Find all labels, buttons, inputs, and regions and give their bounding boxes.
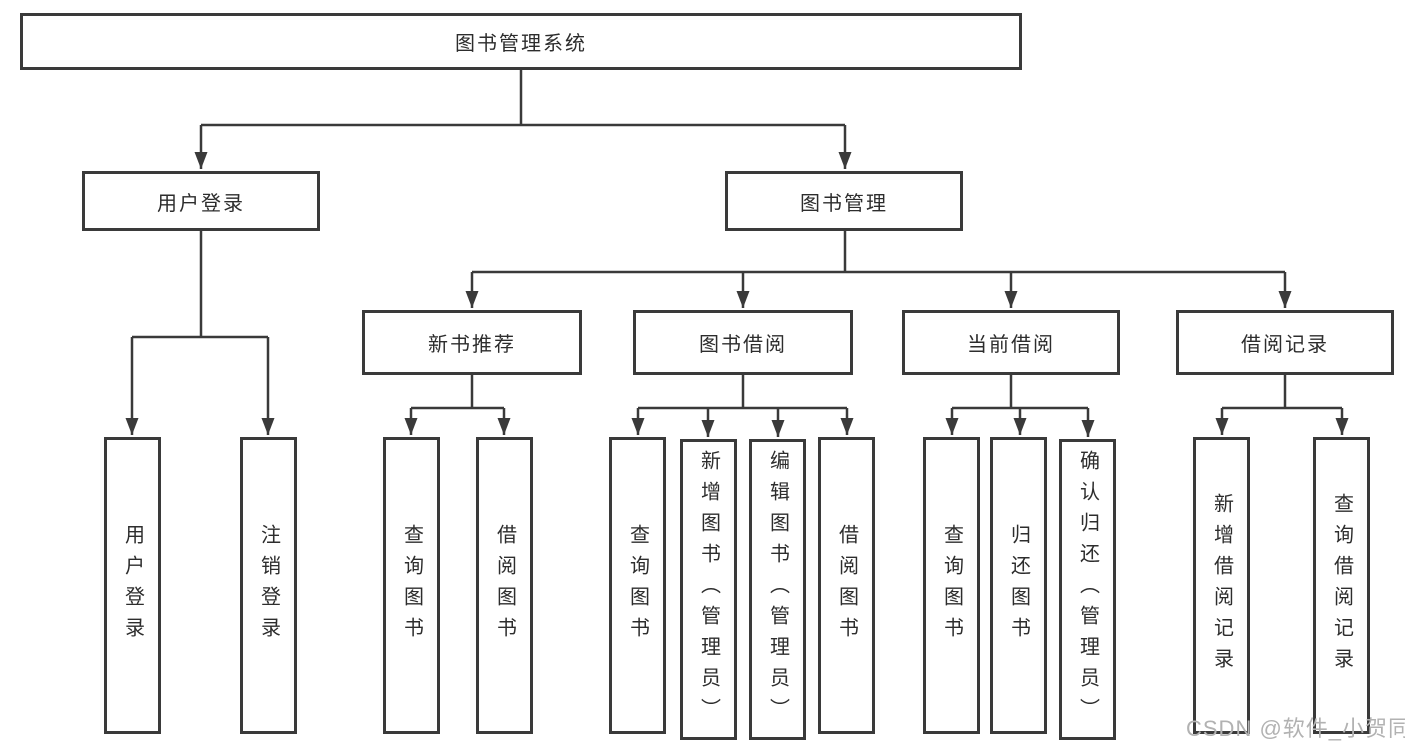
leaf-recommend-query-books: 查询图书 (383, 437, 440, 734)
node-borrow-records: 借阅记录 (1176, 310, 1394, 375)
node-label: 查询图书 (626, 523, 649, 648)
leaf-logout: 注销登录 (240, 437, 297, 734)
node-label: 查询借阅记录 (1330, 492, 1353, 679)
node-label: 借阅记录 (1241, 334, 1329, 356)
leaf-borrow-borrow-books: 借阅图书 (818, 437, 875, 734)
leaf-borrow-add-book-admin: 新增图书（管理员） (680, 439, 737, 740)
leaf-user-login: 用户登录 (104, 437, 161, 734)
node-new-book-recommend: 新书推荐 (362, 310, 582, 375)
leaf-current-query-books: 查询图书 (923, 437, 980, 734)
node-label: 图书借阅 (699, 334, 787, 356)
node-label: 归还图书 (1007, 523, 1030, 648)
node-current-borrow: 当前借阅 (902, 310, 1120, 375)
node-label: 查询图书 (400, 523, 423, 648)
leaf-borrow-query-books: 查询图书 (609, 437, 666, 734)
node-label: 注销登录 (257, 523, 280, 648)
node-label: 新书推荐 (428, 334, 516, 356)
tree-arrow-lines (125, 125, 1349, 437)
node-label: 图书管理 (800, 192, 888, 215)
tree-trunk-lines (132, 70, 1342, 410)
node-label: 用户登录 (121, 523, 144, 648)
node-book-management: 图书管理 (725, 171, 963, 231)
csdn-watermark: CSDN @软件_小贺同学 (1186, 716, 1405, 741)
node-label: 借阅图书 (835, 523, 858, 648)
node-label: 编辑图书（管理员） (766, 450, 789, 729)
node-label: 借阅图书 (493, 523, 516, 648)
node-library-management-system: 图书管理系统 (20, 13, 1022, 70)
leaf-borrow-edit-book-admin: 编辑图书（管理员） (749, 439, 806, 740)
node-label: 新增借阅记录 (1210, 492, 1233, 679)
leaf-current-return-book: 归还图书 (990, 437, 1047, 734)
node-label: 新增图书（管理员） (697, 450, 720, 729)
leaf-current-confirm-return-admin: 确认归还（管理员） (1059, 439, 1116, 740)
node-book-borrow: 图书借阅 (633, 310, 853, 375)
leaf-records-query-record: 查询借阅记录 (1313, 437, 1370, 734)
node-label: 确认归还（管理员） (1076, 450, 1099, 729)
node-label: 查询图书 (940, 523, 963, 648)
leaf-records-add-record: 新增借阅记录 (1193, 437, 1250, 734)
node-label: 当前借阅 (967, 334, 1055, 356)
node-label: 图书管理系统 (455, 33, 587, 55)
node-label: 用户登录 (157, 192, 245, 215)
node-user-login: 用户登录 (82, 171, 320, 231)
leaf-recommend-borrow-books: 借阅图书 (476, 437, 533, 734)
